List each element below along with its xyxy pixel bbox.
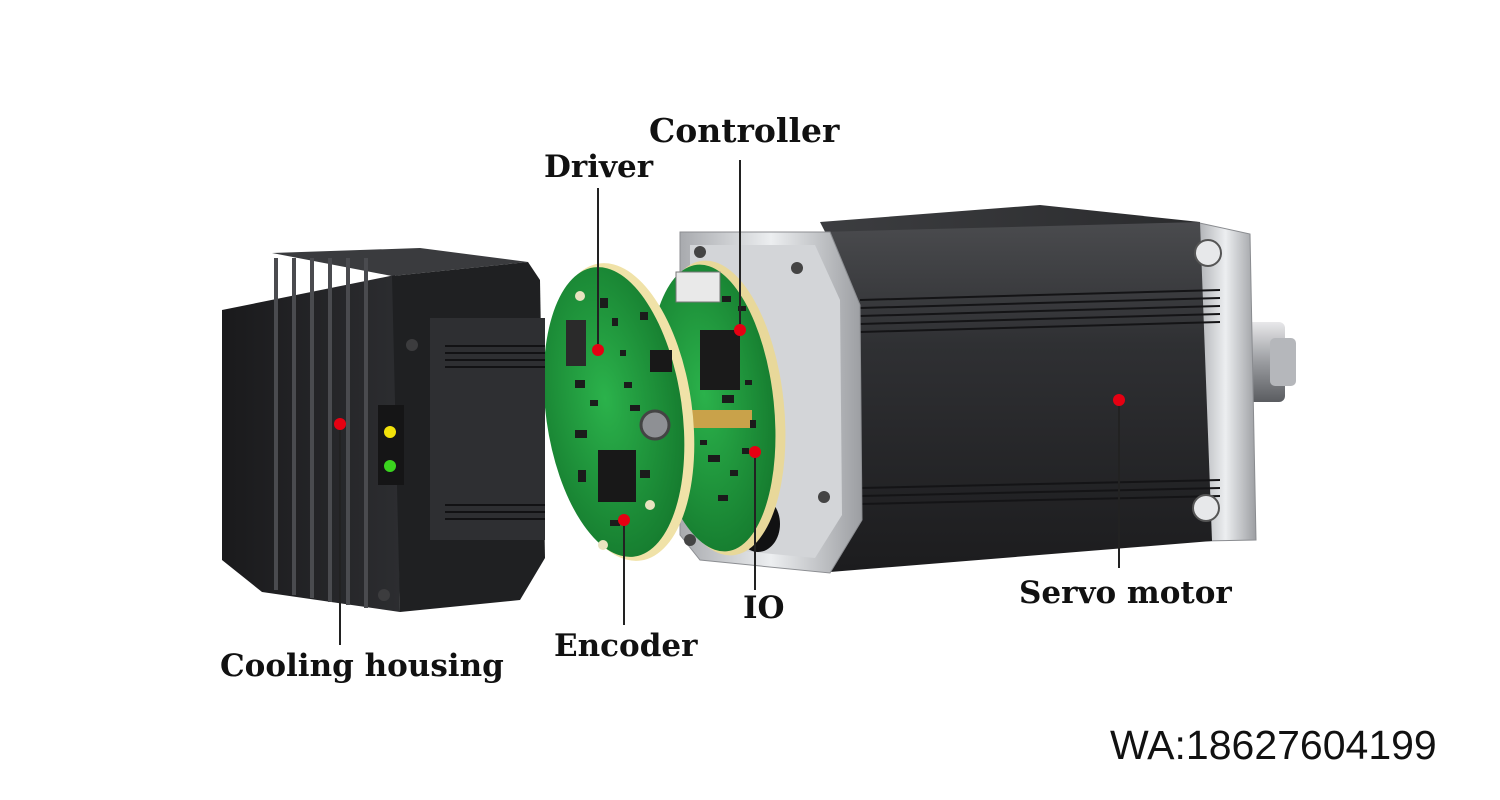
encoder-magnet (639, 409, 671, 441)
housing-screw (406, 339, 418, 351)
housing-screw (378, 589, 390, 601)
motor-body (812, 222, 1212, 572)
controller-chip (700, 330, 740, 390)
housing-top (272, 248, 528, 276)
markers (334, 324, 1125, 526)
marker-encoder-dot (618, 514, 630, 526)
flange-screw (694, 246, 706, 258)
flange-screw (818, 491, 830, 503)
label-encoder: Encoder (554, 628, 698, 664)
housing-cover (430, 318, 545, 540)
flange-screw (684, 534, 696, 546)
driver-encoder-board (543, 263, 695, 561)
marker-driver-dot (592, 344, 604, 356)
flange-screw (791, 262, 803, 274)
motor-grooves (859, 289, 1221, 505)
cooling-fins (274, 258, 368, 608)
led-green-icon (384, 460, 396, 472)
driver-chip-small (650, 350, 672, 372)
driver-chip (598, 450, 636, 502)
led-yellow-icon (384, 426, 396, 438)
motor-bolt-hole (1194, 239, 1222, 267)
contact-watermark: WA:18627604199 (1110, 722, 1437, 768)
cooling-housing (222, 248, 545, 612)
label-controller: Controller (649, 111, 840, 150)
indicator-panel (378, 405, 404, 485)
housing-grooves (445, 345, 545, 520)
label-driver: Driver (544, 149, 654, 185)
controller-components (700, 296, 756, 501)
label-servo-motor: Servo motor (1019, 575, 1232, 611)
controller-connector (675, 271, 721, 303)
marker-cooling-dot (334, 418, 346, 430)
board-standoff (690, 410, 752, 428)
driver-components (575, 298, 650, 526)
leader-lines (339, 160, 1120, 645)
label-cooling-housing: Cooling housing (220, 648, 504, 684)
motor-shaft-tip (1270, 338, 1296, 386)
label-io: IO (743, 590, 785, 626)
motor-bolt-hole (1192, 494, 1220, 522)
driver-connector (566, 320, 586, 366)
marker-io-dot (749, 446, 761, 458)
marker-controller-dot (734, 324, 746, 336)
marker-servo-dot (1113, 394, 1125, 406)
